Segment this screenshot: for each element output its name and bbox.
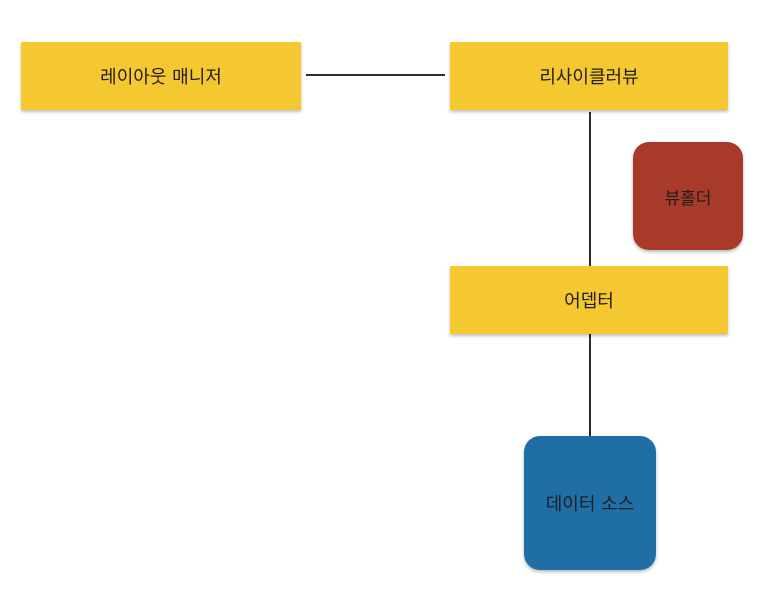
layout-manager-label: 레이아웃 매니저 [100,67,222,88]
connector-adapter-datasource [589,334,591,436]
adapter-label: 어뎁터 [564,291,614,312]
data-source-node: 데이터 소스 [524,436,656,570]
connector-recyclerview-adapter [589,112,591,266]
adapter-node: 어뎁터 [450,266,728,334]
recyclerview-label: 리사이클러뷰 [539,67,639,88]
recyclerview-node: 리사이클러뷰 [450,42,728,110]
connector-layoutmanager-recyclerview [306,74,445,76]
layout-manager-node: 레이아웃 매니저 [21,42,301,110]
data-source-label: 데이터 소스 [545,494,635,515]
viewholder-node: 뷰홀더 [633,142,743,250]
viewholder-label: 뷰홀더 [664,188,712,209]
